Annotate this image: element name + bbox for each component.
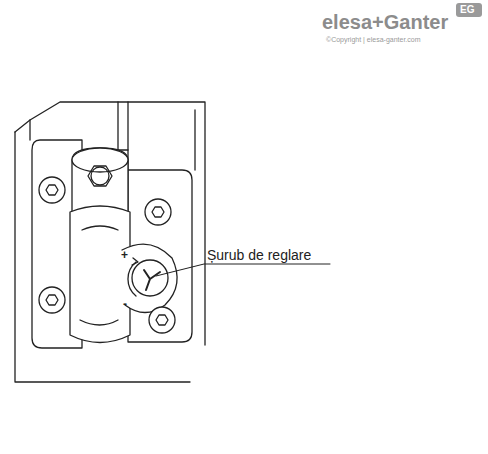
leader-line bbox=[156, 264, 330, 276]
screw-head bbox=[39, 177, 175, 333]
hinge-knuckle bbox=[72, 148, 128, 215]
logo-badge-text: EG bbox=[460, 5, 474, 15]
adjusting-screw-slot bbox=[144, 270, 160, 290]
logo-badge bbox=[456, 3, 482, 17]
hinge-body bbox=[70, 206, 130, 343]
plus-sign: + bbox=[121, 249, 128, 261]
copyright-note: ©Copyright | elesa-ganter.com bbox=[326, 36, 421, 43]
brand-logo: elesa+Ganter bbox=[322, 12, 448, 32]
adjuster-boss bbox=[122, 244, 177, 312]
minus-sign: - bbox=[123, 298, 127, 310]
part-label: Șurub de reglare bbox=[207, 248, 311, 262]
spline-recess bbox=[88, 166, 112, 186]
adjust-arrow bbox=[128, 262, 136, 296]
